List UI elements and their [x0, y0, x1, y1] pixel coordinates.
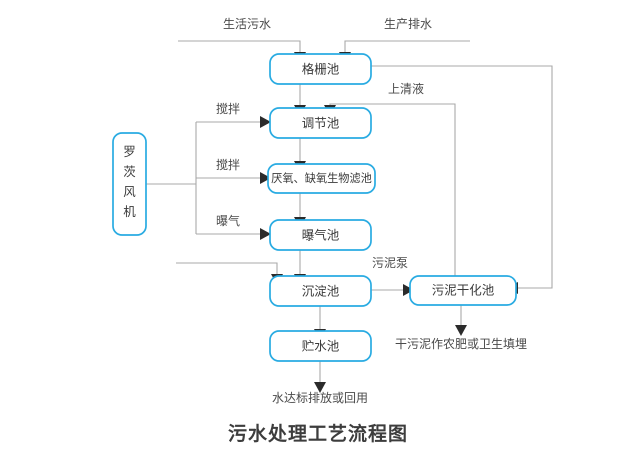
label-sludge-pump: 污泥泵: [372, 256, 408, 270]
label-domestic-sewage: 生活污水: [223, 17, 271, 31]
label-industrial-wastewater: 生产排水: [384, 17, 432, 31]
blower-box[interactable]: [112, 132, 147, 236]
node-blower[interactable]: 罗 茨 风 机: [112, 132, 147, 236]
sedimentation-tank-label: 沉淀池: [302, 284, 340, 298]
biofilter-box[interactable]: [267, 163, 376, 194]
blower-label-char-0: 罗: [123, 145, 136, 159]
biofilter-label: 厌氧、缺氧生物滤池: [271, 171, 372, 185]
connector-layer: [146, 40, 553, 384]
label-sludge-disposal: 干污泥作农肥或卫生填埋: [395, 337, 527, 351]
edge-domestic-sewage-inlet: [178, 40, 301, 54]
edge-grit-to-sludge-drying: [371, 65, 553, 289]
blower-label-char-1: 茨: [123, 165, 136, 179]
node-biofilter[interactable]: 厌氧、缺氧生物滤池: [267, 163, 376, 194]
arrowhead-blower-to-biofilter: [260, 172, 271, 184]
node-sedimentation-tank[interactable]: 沉淀池: [269, 275, 372, 307]
equalization-tank-box[interactable]: [269, 107, 372, 139]
node-aeration-tank[interactable]: 曝气池: [269, 219, 372, 251]
label-stir-2: 搅拌: [216, 157, 240, 172]
edge-return-to-sedimentation: [176, 262, 278, 276]
edge-label-layer: 生活污水 生产排水 上清液 搅拌 搅拌 曝气 污泥泵: [216, 17, 432, 270]
arrowhead-sedimentation-to-sludge-drying: [403, 284, 414, 296]
blower-label-char-2: 风: [123, 185, 136, 199]
sludge-drying-bed-label: 污泥干化池: [432, 283, 495, 297]
node-grit-tank[interactable]: 格栅池: [269, 53, 372, 85]
label-aeration: 曝气: [216, 213, 240, 228]
aeration-tank-box[interactable]: [269, 219, 372, 251]
blower-label-char-3: 机: [123, 205, 136, 219]
water-storage-tank-label: 贮水池: [302, 338, 340, 353]
arrowhead-storage-to-discharge: [314, 382, 326, 393]
equalization-tank-label: 调节池: [302, 116, 340, 130]
arrowhead-blower-to-equalization: [260, 116, 271, 128]
grit-tank-label: 格栅池: [302, 61, 340, 76]
node-equalization-tank[interactable]: 调节池: [269, 107, 372, 139]
label-stir-1: 搅拌: [216, 101, 240, 116]
grit-tank-box[interactable]: [269, 53, 372, 85]
sludge-drying-bed-box[interactable]: [409, 275, 517, 306]
aeration-tank-label: 曝气池: [302, 227, 340, 242]
sedimentation-tank-box[interactable]: [269, 275, 372, 307]
arrowhead-sludge-to-disposal: [455, 325, 467, 336]
node-water-storage-tank[interactable]: 贮水池: [269, 330, 372, 362]
water-storage-tank-box[interactable]: [269, 330, 372, 362]
edge-industrial-wastewater-inlet: [344, 40, 470, 54]
arrowhead-blower-to-aeration: [260, 228, 271, 240]
diagram-title: 污水处理工艺流程图: [228, 422, 408, 445]
label-supernatant: 上清液: [388, 81, 424, 96]
label-water-discharge: 水达标排放或回用: [272, 390, 368, 405]
node-sludge-drying-bed[interactable]: 污泥干化池: [409, 275, 517, 306]
output-label-layer: 干污泥作农肥或卫生填埋 水达标排放或回用: [272, 337, 527, 405]
